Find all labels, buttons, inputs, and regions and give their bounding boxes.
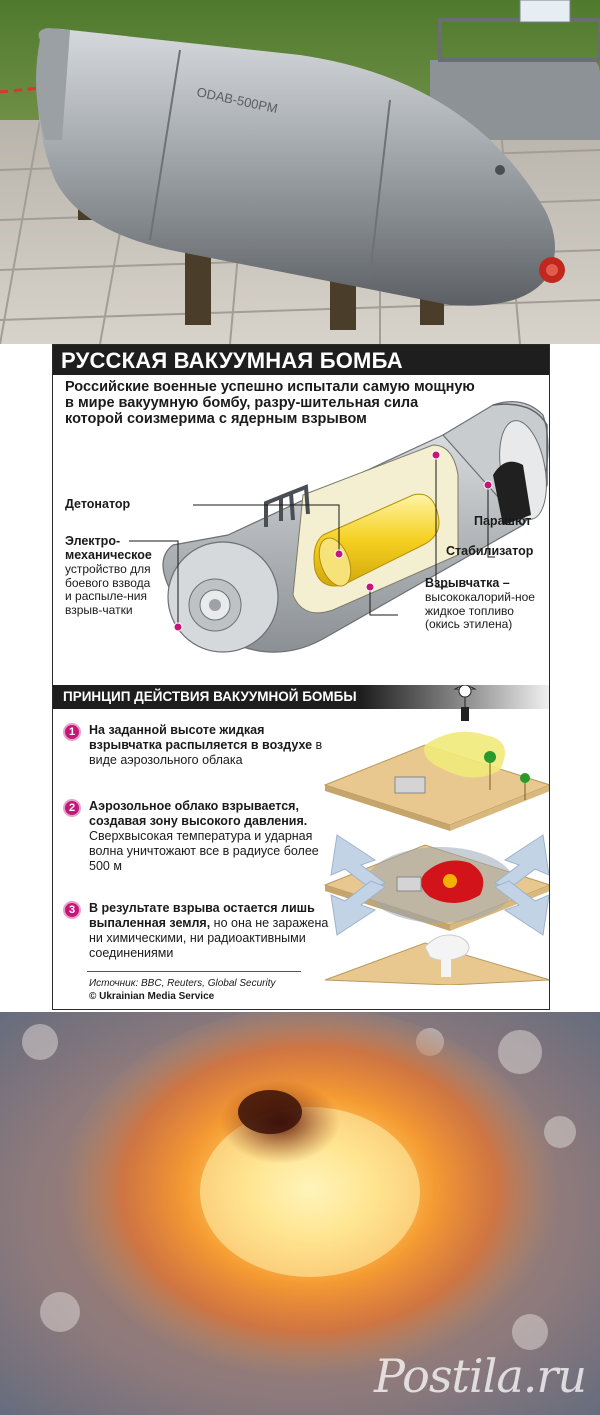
title-bar: РУССКАЯ ВАКУУМНАЯ БОМБА <box>53 345 549 375</box>
bomb-photo: ODAB-500PM <box>0 0 600 344</box>
section-title: ПРИНЦИП ДЕЙСТВИЯ ВАКУУМНОЙ БОМБЫ <box>63 689 357 704</box>
label-electromech-title: Электро-механическое <box>65 534 152 562</box>
label-stabilizer: Стабилизатор <box>446 544 534 558</box>
explosion-photo: Postila.ru <box>0 1012 600 1415</box>
explosion-stages-diagram <box>323 685 549 985</box>
label-explosive-title: Взрывчатка – <box>425 576 510 590</box>
step-plain-text: Сверхвысокая температура и ударная волна… <box>89 829 319 873</box>
step-number-badge: 1 <box>63 723 81 741</box>
source-text: Источник: BBC, Reuters, Global Security <box>89 978 276 989</box>
label-detonator: Детонатор <box>65 497 131 511</box>
label-parachute: Парашют <box>474 514 532 528</box>
source-divider <box>87 971 301 972</box>
step-number-badge: 2 <box>63 799 81 817</box>
label-electromech-desc: устройство для боевого взвода и распыле-… <box>65 562 151 617</box>
step-plain-text: в виде аэрозольного облака <box>89 738 323 767</box>
step-2: 2 Аэрозольное облако взрывается, создава… <box>63 799 333 879</box>
step-plain-text: но она не заражена ни химическими, ни ра… <box>89 916 329 960</box>
step-strong-text: Аэрозольное облако взрывается, создавая … <box>89 799 308 828</box>
infographic-title: РУССКАЯ ВАКУУМНАЯ БОМБА <box>61 348 403 373</box>
step-1: 1 На заданной высоте жидкая взрывчатка р… <box>63 723 333 783</box>
bomb-body: ODAB-500PM <box>36 28 565 306</box>
step-strong-text: В результате взрыва остается лишь выпале… <box>89 901 315 930</box>
credit-text: © Ukrainian Media Service <box>89 991 215 1002</box>
step-text: На заданной высоте жидкая взрывчатка рас… <box>89 723 339 768</box>
step-strong-text: На заданной высоте жидкая взрывчатка рас… <box>89 723 313 752</box>
infographic-subtitle: Российские военные успешно испытали саму… <box>65 379 475 427</box>
label-explosive-desc: высококалорий-ное жидкое топливо (окись … <box>425 590 535 631</box>
watermark: Postila.ru <box>374 1349 587 1403</box>
parachute-icon <box>453 685 477 721</box>
infographic: РУССКАЯ ВАКУУМНАЯ БОМБА Российские военн… <box>52 344 550 1010</box>
bomb-cutaway-diagram <box>129 401 549 653</box>
step-3: 3 В результате взрыва остается лишь выпа… <box>63 901 333 971</box>
step-text: В результате взрыва остается лишь выпале… <box>89 901 339 961</box>
step-number-badge: 3 <box>63 901 81 919</box>
step-text: Аэрозольное облако взрывается, создавая … <box>89 799 339 874</box>
